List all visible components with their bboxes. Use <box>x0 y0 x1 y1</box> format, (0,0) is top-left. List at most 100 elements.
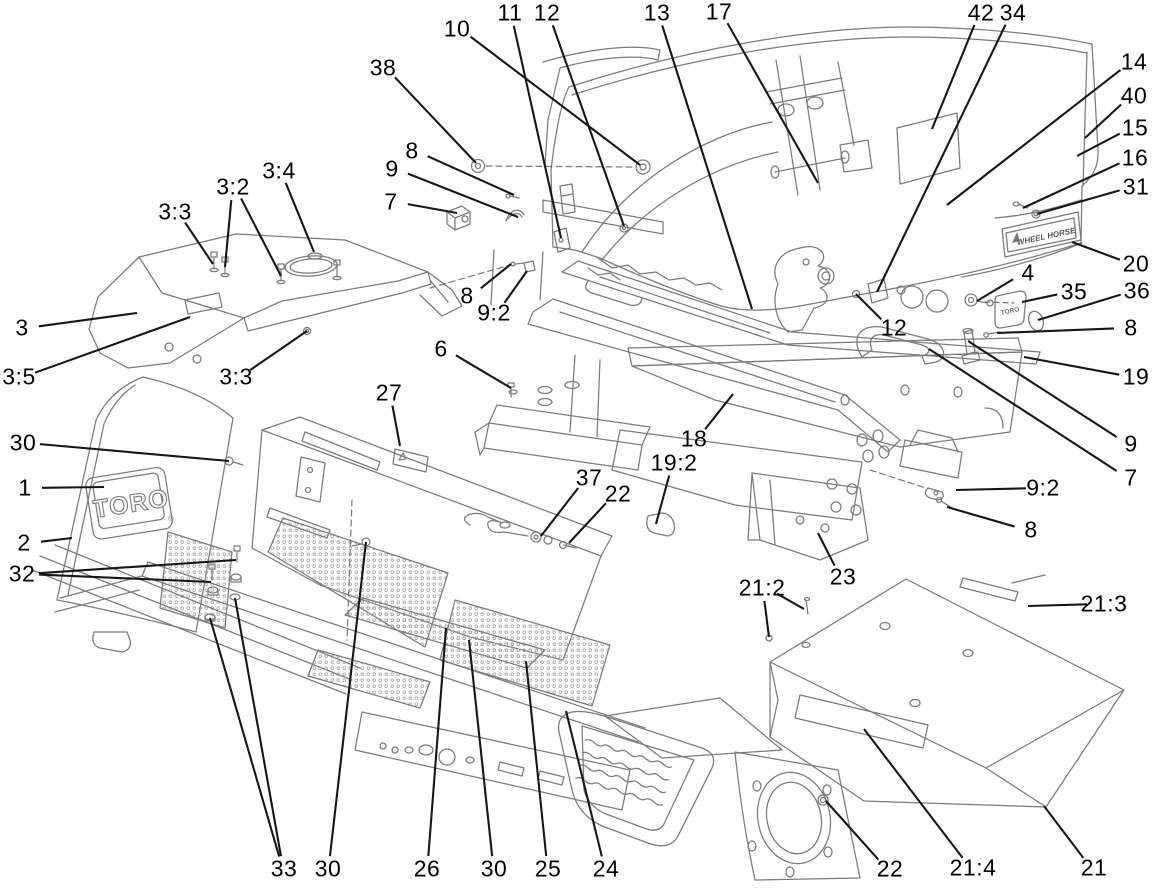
leader-line-30 <box>39 443 230 463</box>
leader-line-16 <box>1022 162 1120 209</box>
leader-line-7 <box>928 348 1118 472</box>
leader-line-21:2 <box>763 600 771 638</box>
leader-line-7 <box>407 203 458 215</box>
callout-9: 9 <box>1124 430 1138 457</box>
callout-3:2: 3:2 <box>216 173 250 200</box>
grab-handle-7 <box>856 326 945 365</box>
latch-hardware-upper <box>446 158 664 306</box>
leader-line-31 <box>1036 189 1120 216</box>
leader-line-22 <box>568 502 607 544</box>
toro-badge <box>85 467 173 540</box>
callout-9: 9 <box>385 155 399 182</box>
callout-35: 35 <box>1060 278 1088 305</box>
callout-25: 25 <box>534 855 562 882</box>
leader-line-32 <box>38 558 237 575</box>
callout-30: 30 <box>314 855 342 882</box>
leader-line-8 <box>946 505 1015 528</box>
push-nut <box>302 326 312 336</box>
hopper <box>542 26 1099 311</box>
leader-line-6 <box>455 354 512 389</box>
callout-40: 40 <box>1120 82 1148 109</box>
leader-line-19 <box>1023 355 1120 376</box>
latch-11 <box>553 227 571 253</box>
leader-line-9:2 <box>503 270 528 304</box>
latch-clip <box>867 278 889 304</box>
leader-line-11 <box>512 25 563 239</box>
callout-30: 30 <box>480 855 508 882</box>
callout-37: 37 <box>575 464 603 491</box>
plunger-9 <box>963 329 976 355</box>
leader-line-27 <box>391 405 402 447</box>
leader-line-36 <box>1037 293 1121 322</box>
slot-19-2 <box>646 512 675 537</box>
callout-4: 4 <box>1021 259 1035 286</box>
hole-3-4 <box>307 252 323 260</box>
screw-12 <box>851 289 861 299</box>
leader-line-15 <box>1076 132 1121 157</box>
callout-21:2: 21:2 <box>738 574 786 601</box>
callout-36: 36 <box>1123 277 1151 304</box>
leader-line-24 <box>564 710 603 857</box>
leader-line-2 <box>40 536 73 543</box>
callout-42: 42 <box>967 0 995 26</box>
callout-32: 32 <box>8 560 36 587</box>
leader-line-22 <box>825 800 880 861</box>
leader-line-37 <box>540 487 579 537</box>
callout-3:4: 3:4 <box>262 157 296 184</box>
strip-21-3 <box>959 574 1046 602</box>
leader-line-12 <box>855 293 883 321</box>
leader-line-26 <box>427 627 448 857</box>
callout-8: 8 <box>1024 516 1038 543</box>
leader-line-3:3 <box>184 221 214 265</box>
leader-line-33 <box>233 597 283 857</box>
callout-10: 10 <box>443 15 471 42</box>
callout-12: 12 <box>533 0 561 26</box>
leader-line-17 <box>726 22 819 184</box>
step-fender <box>557 697 861 881</box>
callout-7: 7 <box>1124 464 1138 491</box>
toolbox <box>765 574 1125 808</box>
leader-line-21:4 <box>863 728 964 859</box>
center-channel <box>474 382 651 471</box>
callout-21:3: 21:3 <box>1080 590 1128 617</box>
callout-21: 21 <box>1080 854 1108 881</box>
clip-9-2 <box>515 260 536 273</box>
callout-9:2: 9:2 <box>1026 474 1060 501</box>
leader-line-40 <box>1084 103 1122 139</box>
callout-23: 23 <box>829 563 857 590</box>
oval-36 <box>1027 310 1045 332</box>
callout-8: 8 <box>460 282 474 309</box>
callout-27: 27 <box>375 379 403 406</box>
leader-line-14 <box>946 69 1122 206</box>
callout-17: 17 <box>705 0 733 25</box>
callout-30: 30 <box>9 429 37 456</box>
wheel-horse-nameplate <box>1001 211 1082 258</box>
callout-9:2: 9:2 <box>477 299 511 326</box>
leader-line-8 <box>996 327 1115 335</box>
callout-3:5: 3:5 <box>2 363 36 390</box>
latch-bracket <box>559 183 576 215</box>
leader-line-21 <box>1043 805 1085 859</box>
callout-16: 16 <box>1121 144 1149 171</box>
callout-33: 33 <box>270 855 298 882</box>
callout-24: 24 <box>592 855 620 882</box>
callout-1: 1 <box>18 474 32 501</box>
leader-line-8 <box>480 263 512 290</box>
callout-3:3: 3:3 <box>158 198 192 225</box>
hopper-bottom-hardware <box>774 201 1045 365</box>
hinge-strap <box>266 507 331 539</box>
callout-20: 20 <box>1122 250 1150 277</box>
toolbox-decal <box>794 694 929 749</box>
leader-line-33 <box>208 617 281 857</box>
callout-38: 38 <box>369 54 397 81</box>
callout-15: 15 <box>1121 114 1149 141</box>
callout-3: 3 <box>15 314 29 341</box>
callout-8: 8 <box>1124 314 1138 341</box>
knob-4 <box>964 293 978 307</box>
callout-19:2: 19:2 <box>650 449 698 476</box>
leader-line-18 <box>704 393 734 430</box>
leader-line-32 <box>38 573 212 584</box>
toro-badge-text: TORO <box>92 484 171 524</box>
